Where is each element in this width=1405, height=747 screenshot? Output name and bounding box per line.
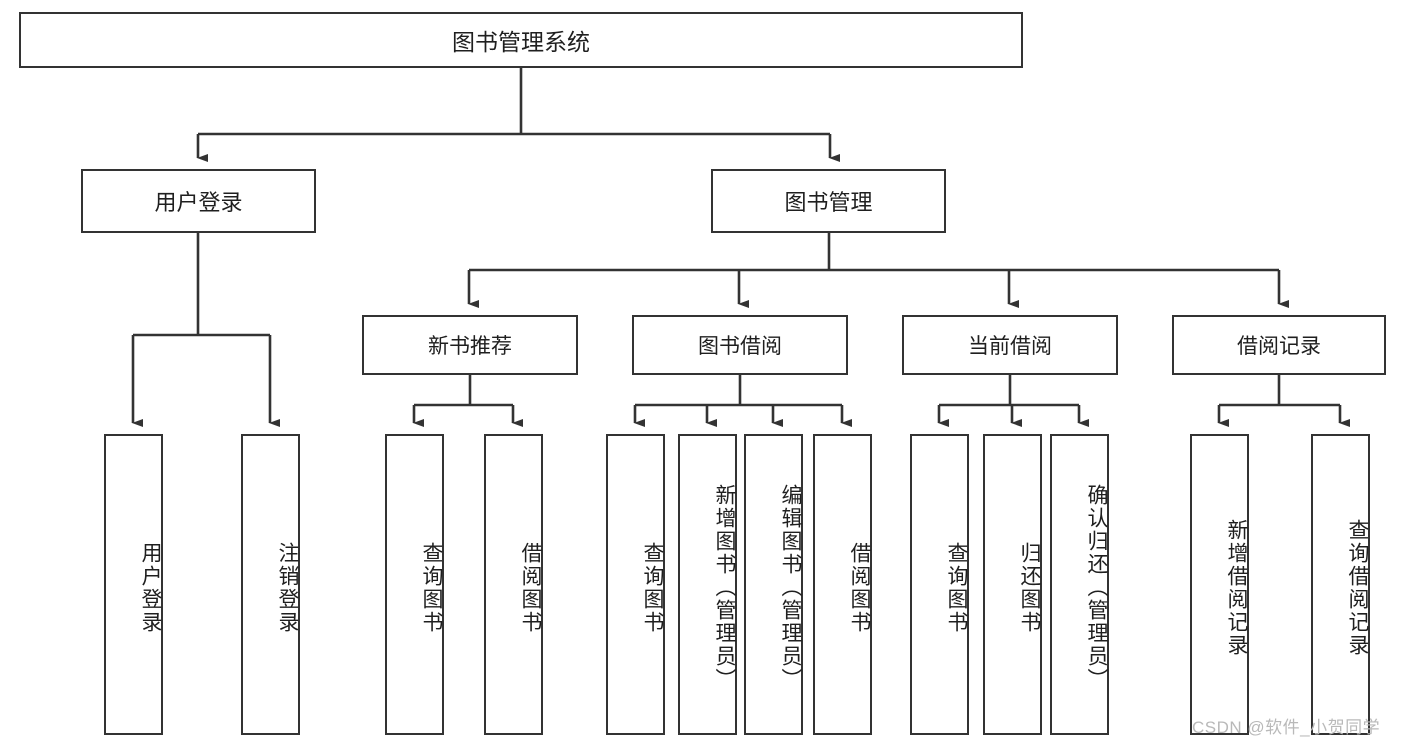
node-root[interactable]: 图书管理系统 [19,12,1023,68]
leaf-add-book-admin-label: 新增图书（管理员） [713,484,736,691]
leaf-query-book-borrow-label: 查询图书 [641,541,664,634]
node-new-book-recommend[interactable]: 新书推荐 [362,315,578,375]
node-user-login-label: 用户登录 [154,190,243,215]
node-book-borrow[interactable]: 图书借阅 [632,315,848,375]
leaf-add-book-admin[interactable]: 新增图书（管理员） [678,434,737,735]
leaf-logout[interactable]: 注销登录 [241,434,300,735]
leaf-query-book-current[interactable]: 查询图书 [910,434,969,735]
node-current-borrow-label: 当前借阅 [968,335,1052,358]
node-user-login[interactable]: 用户登录 [81,169,316,233]
leaf-query-book-borrow[interactable]: 查询图书 [606,434,665,735]
leaf-query-book-newbook[interactable]: 查询图书 [385,434,444,735]
leaf-confirm-return-admin[interactable]: 确认归还（管理员） [1050,434,1109,735]
node-book-borrow-label: 图书借阅 [698,335,782,358]
leaf-borrow-book-newbook[interactable]: 借阅图书 [484,434,543,735]
node-root-label: 图书管理系统 [452,29,590,55]
node-book-management-label: 图书管理 [784,190,873,215]
leaf-borrow-book-borrow[interactable]: 借阅图书 [813,434,872,735]
node-borrow-record[interactable]: 借阅记录 [1172,315,1386,375]
leaf-user-login[interactable]: 用户登录 [104,434,163,735]
node-book-management[interactable]: 图书管理 [711,169,946,233]
node-borrow-record-label: 借阅记录 [1237,335,1321,358]
leaf-borrow-book-borrow-label: 借阅图书 [848,541,871,634]
leaf-query-book-current-label: 查询图书 [945,541,968,634]
node-current-borrow[interactable]: 当前借阅 [902,315,1118,375]
leaf-add-borrow-record-label: 新增借阅记录 [1225,518,1248,657]
leaf-borrow-book-newbook-label: 借阅图书 [519,541,542,634]
watermark: CSDN @软件_小贺同学 [1192,718,1381,737]
leaf-return-book-label: 归还图书 [1018,541,1041,634]
leaf-logout-label: 注销登录 [276,541,299,634]
leaf-edit-book-admin[interactable]: 编辑图书（管理员） [744,434,803,735]
leaf-query-borrow-record[interactable]: 查询借阅记录 [1311,434,1370,735]
leaf-query-book-newbook-label: 查询图书 [420,541,443,634]
leaf-query-borrow-record-label: 查询借阅记录 [1346,518,1369,657]
leaf-add-borrow-record[interactable]: 新增借阅记录 [1190,434,1249,735]
leaf-confirm-return-admin-label: 确认归还（管理员） [1085,484,1108,691]
leaf-user-login-label: 用户登录 [139,541,162,634]
leaf-edit-book-admin-label: 编辑图书（管理员） [779,484,802,691]
leaf-return-book[interactable]: 归还图书 [983,434,1042,735]
node-new-book-recommend-label: 新书推荐 [428,335,512,358]
